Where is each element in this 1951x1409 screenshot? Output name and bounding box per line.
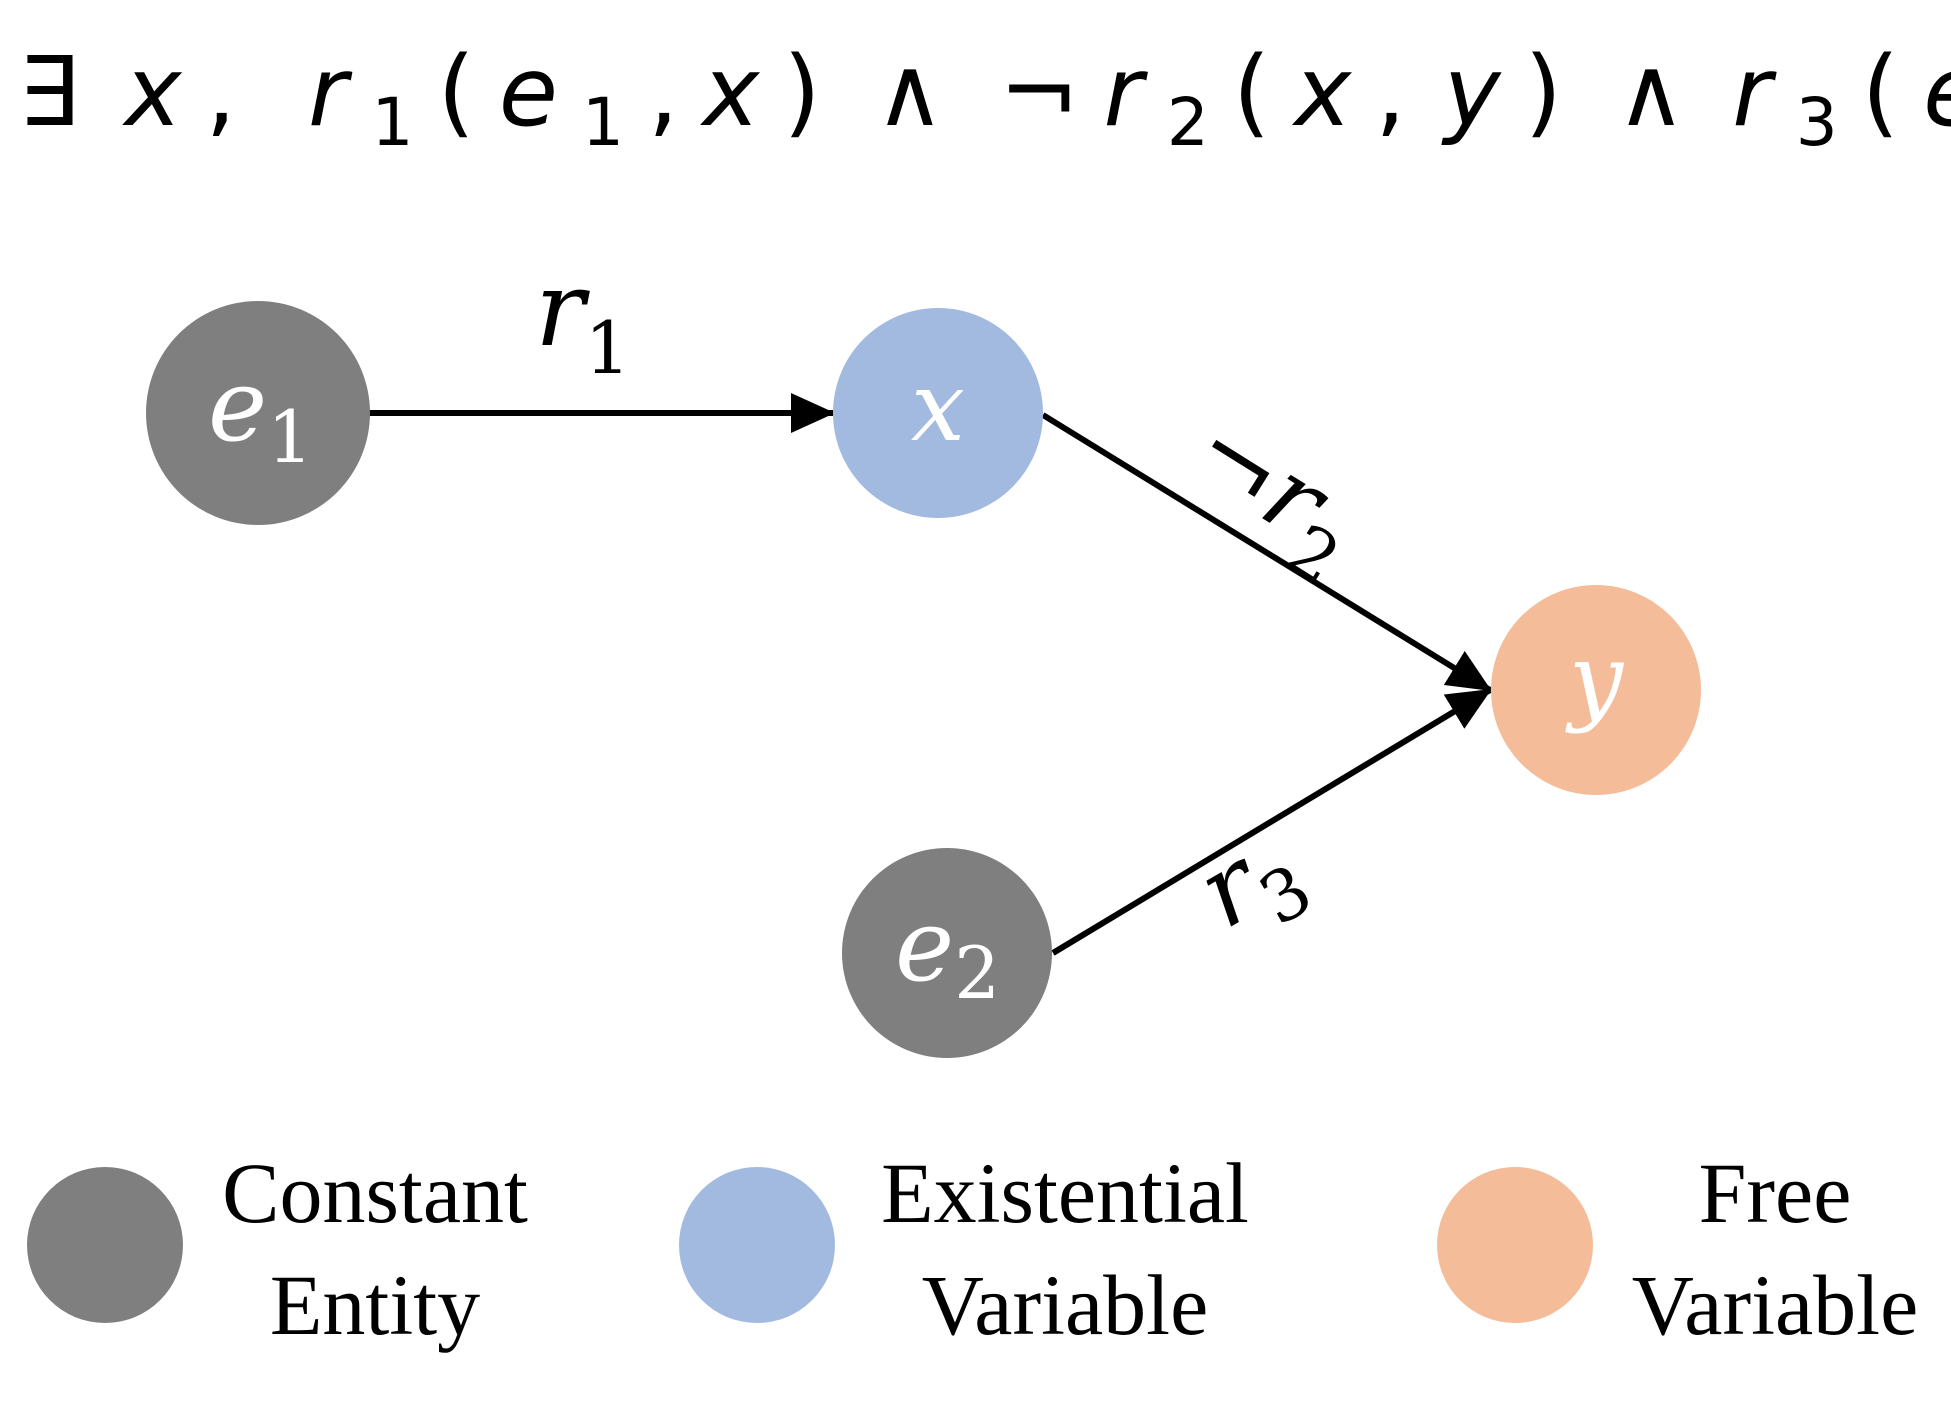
svg-text:y: y bbox=[1565, 623, 1625, 735]
node-x-label: x bbox=[911, 351, 965, 463]
legend-free-line2: Variable bbox=[1632, 1257, 1919, 1353]
formula-atom-3-index: 3 bbox=[1796, 84, 1838, 161]
legend-free-line1: Free bbox=[1699, 1145, 1852, 1241]
logical-formula: ∃ x , r 1 ( e 1 , x ) ∧ ¬ r 2 ( x , y ) … bbox=[18, 36, 1951, 166]
edge-label-r1-sub: 1 bbox=[585, 306, 631, 390]
svg-text:Constant: Constant bbox=[222, 1145, 528, 1241]
svg-text:Entity: Entity bbox=[270, 1257, 480, 1353]
formula-atom-1-arg1-index: 1 bbox=[582, 84, 624, 161]
svg-text:Existential: Existential bbox=[881, 1145, 1249, 1241]
legend-item-free: Free Variable bbox=[1437, 1145, 1918, 1353]
node-x-circle bbox=[833, 308, 1043, 518]
node-e1-circle bbox=[146, 301, 370, 525]
formula-conjunction-1: ∧ bbox=[875, 36, 945, 148]
svg-text:x: x bbox=[911, 351, 965, 463]
formula-atom-3-relation: r bbox=[1732, 36, 1777, 148]
edge-r3 bbox=[1051, 687, 1492, 956]
svg-text:Variable: Variable bbox=[922, 1257, 1209, 1353]
formula-separator: , bbox=[205, 36, 236, 148]
node-e1: e1 bbox=[146, 301, 370, 525]
legend-existential-line1: Existential bbox=[881, 1145, 1249, 1241]
svg-text:r3: r3 bbox=[1179, 803, 1326, 965]
node-e1-label: e bbox=[208, 347, 267, 464]
edge-label-r1: r1 bbox=[535, 248, 631, 390]
node-x: x bbox=[833, 308, 1043, 518]
svg-text:Variable: Variable bbox=[1632, 1257, 1919, 1353]
formula-atom-2-arg1: x bbox=[1291, 36, 1352, 148]
formula-quantifier: ∃ bbox=[18, 36, 79, 148]
edge-label-r1-rel: r bbox=[535, 248, 590, 370]
legend-constant-line2: Entity bbox=[270, 1257, 480, 1353]
formula-atom-3-arg1: e bbox=[1923, 36, 1951, 148]
svg-text:e2: e2 bbox=[895, 887, 1000, 1015]
node-y: y bbox=[1491, 585, 1701, 795]
legend-item-existential: Existential Variable bbox=[679, 1145, 1249, 1353]
formula-conjunction-2: ∧ bbox=[1616, 36, 1686, 148]
formula-negation: ¬ bbox=[999, 36, 1079, 148]
legend-constant-line1: Constant bbox=[222, 1145, 528, 1241]
svg-text:¬r2: ¬r2 bbox=[1161, 391, 1384, 601]
node-e2-sub: 2 bbox=[954, 931, 1000, 1015]
node-e1-sub: 1 bbox=[267, 395, 313, 479]
node-y-label: y bbox=[1565, 623, 1625, 735]
legend-swatch-constant bbox=[27, 1167, 183, 1323]
svg-text:Free: Free bbox=[1699, 1145, 1852, 1241]
legend: Constant Entity Existential Variable Fre… bbox=[27, 1145, 1918, 1353]
legend-swatch-existential bbox=[679, 1167, 835, 1323]
edge-r2 bbox=[1041, 412, 1492, 693]
formula-atom-2-arg2: y bbox=[1441, 36, 1502, 148]
legend-existential-line2: Variable bbox=[922, 1257, 1209, 1353]
legend-swatch-free bbox=[1437, 1167, 1593, 1323]
formula-atom-1-arg2: x bbox=[699, 36, 760, 148]
formula-atom-2-index: 2 bbox=[1167, 84, 1209, 161]
node-e2: e2 bbox=[842, 848, 1052, 1058]
formula-variable: x bbox=[122, 36, 183, 148]
formula-atom-1-arg1: e bbox=[499, 36, 558, 148]
formula-atom-1-index: 1 bbox=[371, 84, 413, 161]
formula-atom-1-relation: r bbox=[308, 36, 353, 148]
legend-item-constant: Constant Entity bbox=[27, 1145, 528, 1353]
node-e2-circle bbox=[842, 848, 1052, 1058]
formula-atom-2-relation: r bbox=[1103, 36, 1148, 148]
node-e2-label: e bbox=[895, 887, 954, 1004]
svg-text:e1: e1 bbox=[208, 347, 313, 479]
edge-label-r2: ¬r2 bbox=[1161, 391, 1384, 601]
edge-label-r3: r3 bbox=[1179, 803, 1326, 965]
node-y-circle bbox=[1491, 585, 1701, 795]
